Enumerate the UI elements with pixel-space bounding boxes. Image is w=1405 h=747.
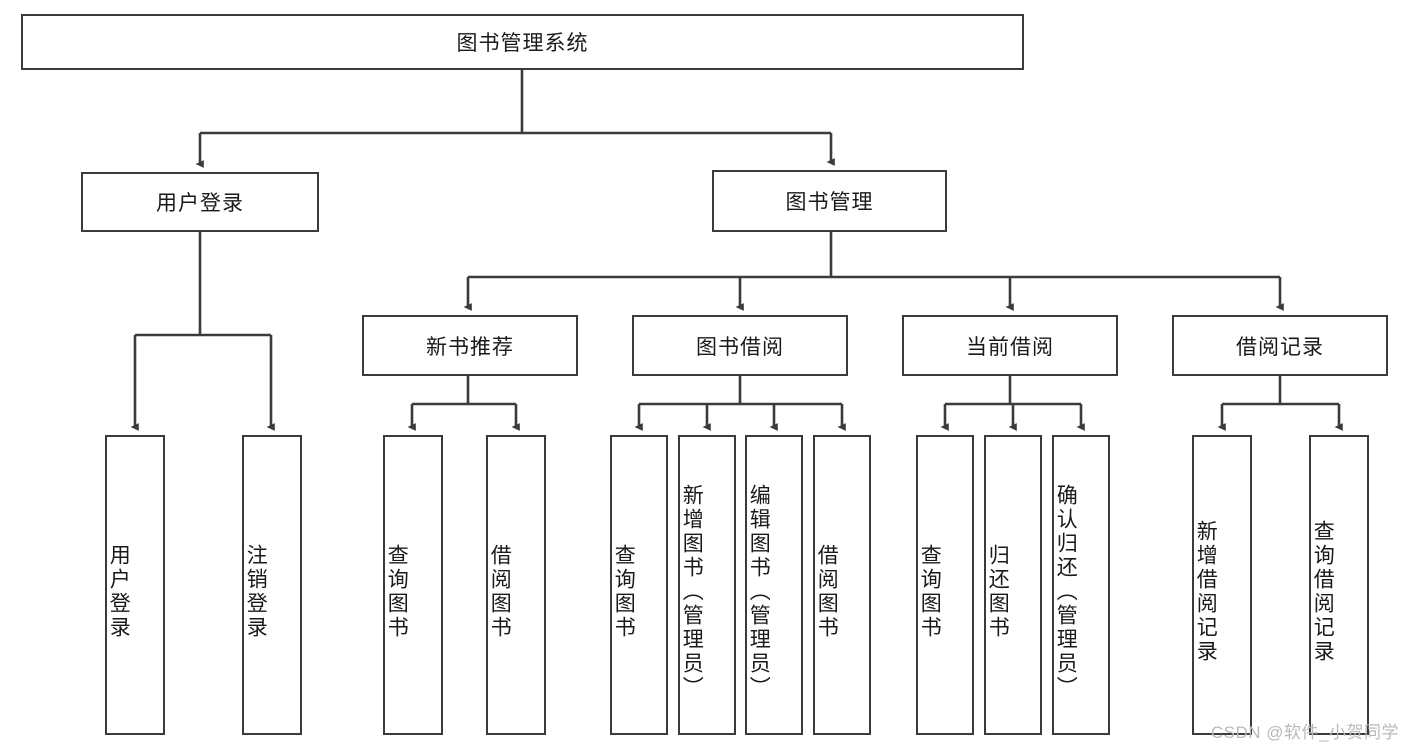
node-borrow-record[interactable]: 借阅记录 [1172, 315, 1388, 376]
leaf-user-login-login[interactable]: 用户登录 [105, 435, 165, 735]
leaf-label: 用户登录 [107, 544, 131, 640]
watermark: CSDN @软件_小贺同学 [1210, 723, 1399, 742]
leaf-current-borrow-query[interactable]: 查询图书 [916, 435, 974, 735]
leaf-book-borrow-borrow[interactable]: 借阅图书 [813, 435, 871, 735]
leaf-new-book-query[interactable]: 查询图书 [383, 435, 443, 735]
node-label: 用户登录 [156, 192, 244, 215]
leaf-current-borrow-confirm-return-admin[interactable]: 确认归还（管理员） [1052, 435, 1110, 735]
node-label: 图书管理 [785, 191, 874, 214]
leaf-label: 编辑图书（管理员） [747, 484, 771, 700]
leaf-current-borrow-return[interactable]: 归还图书 [984, 435, 1042, 735]
node-root-book-management-system[interactable]: 图书管理系统 [21, 14, 1024, 70]
node-label: 当前借阅 [966, 335, 1054, 359]
node-label: 图书借阅 [696, 335, 784, 359]
leaf-label: 归还图书 [986, 544, 1010, 640]
leaf-label: 新增图书（管理员） [680, 484, 704, 700]
leaf-label: 借阅图书 [815, 544, 839, 640]
leaf-label: 查询图书 [918, 544, 942, 640]
leaf-user-login-logout[interactable]: 注销登录 [242, 435, 302, 735]
leaf-borrow-record-query[interactable]: 查询借阅记录 [1309, 435, 1369, 735]
leaf-label: 查询借阅记录 [1311, 520, 1335, 664]
leaf-book-borrow-query[interactable]: 查询图书 [610, 435, 668, 735]
node-new-book-recommend[interactable]: 新书推荐 [362, 315, 578, 376]
node-book-management[interactable]: 图书管理 [712, 170, 947, 232]
node-current-borrow[interactable]: 当前借阅 [902, 315, 1118, 376]
leaf-book-borrow-edit-admin[interactable]: 编辑图书（管理员） [745, 435, 803, 735]
leaf-label: 注销登录 [244, 544, 268, 640]
node-label: 借阅记录 [1236, 335, 1324, 359]
node-user-login[interactable]: 用户登录 [81, 172, 319, 232]
leaf-label: 确认归还（管理员） [1054, 484, 1078, 700]
node-label: 图书管理系统 [456, 32, 589, 55]
leaf-new-book-borrow[interactable]: 借阅图书 [486, 435, 546, 735]
leaf-label: 新增借阅记录 [1194, 520, 1218, 664]
leaf-borrow-record-add[interactable]: 新增借阅记录 [1192, 435, 1252, 735]
leaf-book-borrow-add-admin[interactable]: 新增图书（管理员） [678, 435, 736, 735]
leaf-label: 借阅图书 [488, 544, 512, 640]
leaf-label: 查询图书 [612, 544, 636, 640]
node-label: 新书推荐 [426, 335, 514, 359]
node-book-borrow[interactable]: 图书借阅 [632, 315, 848, 376]
leaf-label: 查询图书 [385, 544, 409, 640]
